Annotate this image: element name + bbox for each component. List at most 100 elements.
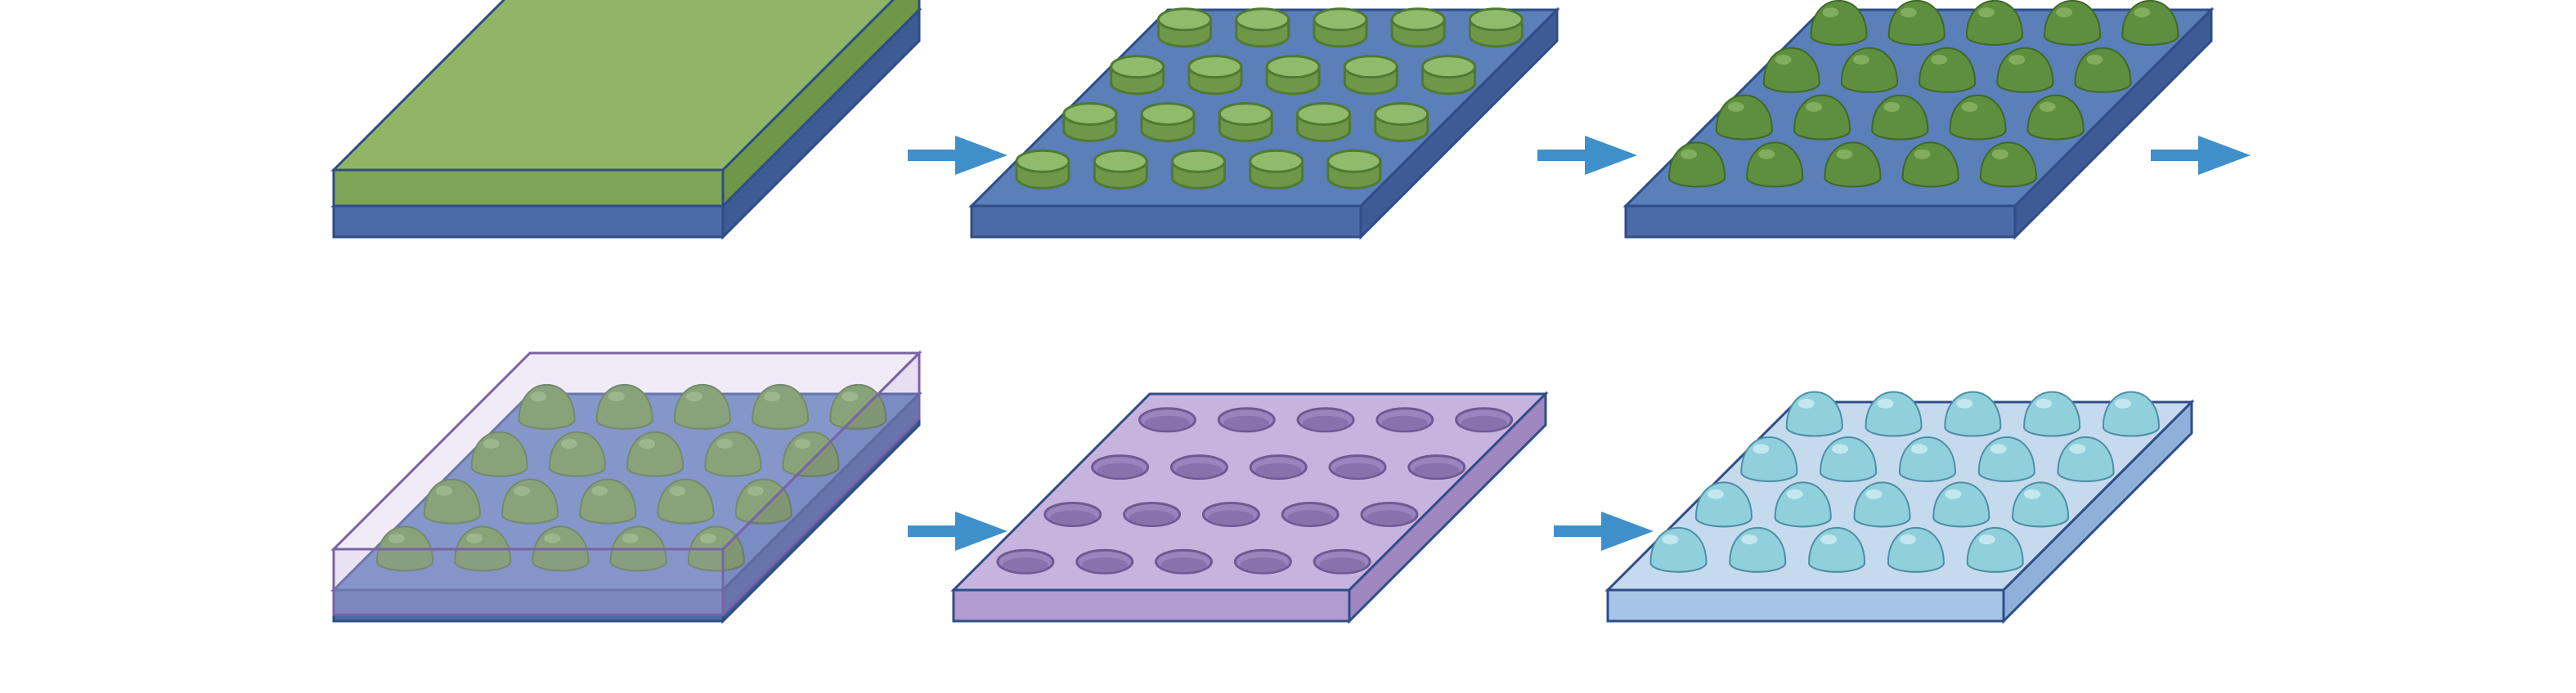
step-5-feature-r3c1-depth (1081, 557, 1128, 573)
step-5-feature-r1c1-depth (1176, 463, 1223, 478)
step-6-feature-r1c1-highlight (1832, 444, 1849, 454)
right-arrow-icon (2151, 136, 2251, 175)
step-3-substrate-front (1624, 204, 2017, 239)
step-2-feature-r3c2-cap (1170, 149, 1226, 173)
step-4 (330, 350, 922, 624)
arrow-1-shaft (908, 150, 962, 161)
step-3-feature-r0c3-cap (2044, 0, 2102, 46)
step-4-feature-r0c2-highlight (685, 391, 702, 402)
step-4-feature-r0c3-highlight (764, 391, 781, 402)
step-3-feature-r1c4-highlight (2086, 55, 2103, 65)
step-2-feature-r0c0-cap (1157, 7, 1213, 32)
step-2-feature-r0c2-cap (1313, 7, 1368, 32)
step-4-feature-r3c0-highlight (388, 533, 406, 543)
step-3-feature-r0c3-highlight (2056, 7, 2073, 18)
step-2-feature-r3c3-cap (1249, 149, 1304, 173)
arrow-4-shaft (908, 525, 962, 537)
step-2-feature-r1c4-cap (1421, 55, 1477, 79)
step-2-feature-r2c1-cap (1140, 101, 1196, 126)
step-2-substrate-side (1359, 7, 1559, 240)
step-6-feature-r1c0-highlight (1752, 444, 1770, 454)
step-6-feature-r1c2-highlight (1910, 444, 1928, 454)
arrow-3-shaft (2151, 150, 2205, 161)
step-5-feature-r3c3-depth (1240, 557, 1286, 573)
right-arrow-icon (908, 136, 1008, 175)
step-2-feature-r0c3-cap (1390, 7, 1446, 32)
arrow-5-head (1601, 512, 1654, 551)
step-6-feature-r3c4-highlight (1978, 534, 1995, 545)
step-3-feature-r1c0-highlight (1775, 55, 1792, 65)
step-2-feature-r0c1-cap (1235, 7, 1290, 32)
step-5-feature-r2c3-depth (1287, 510, 1334, 525)
step-6-feature-r1c3-highlight (1990, 444, 2007, 454)
step-4-feature-r3c4-highlight (699, 533, 716, 543)
step-2-feature-r2c4-cap (1374, 101, 1429, 126)
step-2-feature-r2c2-cap (1218, 101, 1273, 126)
step-3-feature-r3c2-highlight (1836, 149, 1853, 159)
step-3-feature-r0c2-highlight (1977, 7, 1995, 18)
step-4-coating-front (332, 548, 725, 616)
step-5-feature-r1c0-depth (1097, 463, 1143, 478)
step-6-feature-r2c3-highlight (1945, 489, 1962, 499)
right-arrow-icon (1554, 512, 1654, 551)
step-4-coating-side (721, 350, 921, 618)
step-2-feature-r2c3-cap (1295, 101, 1351, 126)
step-5-feature-r0c3-depth (1381, 415, 1428, 431)
step-3-feature-r2c1-highlight (1806, 101, 1823, 112)
step-5-feature-r0c4-depth (1461, 415, 1507, 431)
step-4-feature-r3c1-highlight (466, 533, 483, 543)
step-6-feature-r0c2-highlight (1956, 398, 1973, 409)
step-6-feature-r0c0-cap (1785, 391, 1843, 437)
step-6 (1604, 391, 2195, 624)
step-4-feature-r0c0-highlight (530, 391, 547, 402)
step-3-feature-r2c0-highlight (1727, 101, 1744, 112)
step-5-feature-r3c4-depth (1319, 557, 1366, 573)
step-5-substrate-front (952, 588, 1351, 623)
step-4-feature-r1c3-highlight (716, 439, 734, 449)
step-6-feature-r2c0-highlight (1707, 489, 1724, 499)
step-3-feature-r3c0-highlight (1681, 149, 1698, 159)
step-4-feature-r2c2-highlight (591, 485, 608, 496)
step-5-feature-r3c0-depth (1002, 557, 1048, 573)
step-2-feature-r0c4-cap (1468, 7, 1524, 32)
step-6-feature-r3c2-highlight (1820, 534, 1838, 545)
step-5-feature-r2c0-depth (1049, 510, 1096, 525)
step-3-feature-r0c1-highlight (1900, 7, 1917, 18)
step-3-feature-r0c0-cap (1810, 0, 1868, 46)
step-1 (330, 0, 922, 240)
step-2 (968, 7, 1560, 240)
step-4-feature-r1c4-highlight (794, 439, 811, 449)
step-5-substrate-side (1348, 391, 1547, 624)
step-4-feature-r2c0-highlight (435, 485, 452, 496)
arrow-4-head (955, 512, 1008, 551)
step-5-feature-r1c3-depth (1335, 463, 1381, 478)
step-2-feature-r1c0-cap (1110, 55, 1165, 79)
step-6-feature-r3c3-highlight (1899, 534, 1916, 545)
arrow-1-head (955, 136, 1008, 175)
step-6-feature-r3c0-highlight (1662, 534, 1679, 545)
step-6-feature-r0c3-cap (2023, 391, 2081, 437)
step-3-feature-r2c2-highlight (1883, 101, 1901, 112)
step-4-feature-r3c3-highlight (622, 533, 639, 543)
step-5-feature-r0c1-depth (1223, 415, 1270, 431)
step-2-feature-r3c4-cap (1326, 149, 1382, 173)
right-arrow-icon (1537, 136, 1637, 175)
step-4-feature-r0c1-highlight (608, 391, 625, 402)
step-6-feature-r3c1-highlight (1741, 534, 1758, 545)
step-6-substrate-side (2002, 399, 2193, 624)
step-5-feature-r1c4-depth (1413, 463, 1460, 478)
step-6-feature-r0c4-highlight (2114, 398, 2131, 409)
step-2-feature-r3c0-cap (1015, 149, 1070, 173)
step-2-feature-r2c0-cap (1062, 101, 1118, 126)
step-2-feature-r3c1-cap (1093, 149, 1148, 173)
step-6-feature-r0c0-highlight (1797, 398, 1815, 409)
step-3-feature-r0c4-highlight (2134, 7, 2151, 18)
arrow-2-head (1585, 136, 1637, 175)
step-5-feature-r2c4-depth (1366, 510, 1412, 525)
step-5 (950, 391, 1549, 624)
step-4-feature-r1c2-highlight (639, 439, 656, 449)
step-5-feature-r1c2-depth (1255, 463, 1302, 478)
step-3-feature-r1c3-highlight (2008, 55, 2026, 65)
step-6-feature-r0c4-cap (2102, 391, 2160, 437)
